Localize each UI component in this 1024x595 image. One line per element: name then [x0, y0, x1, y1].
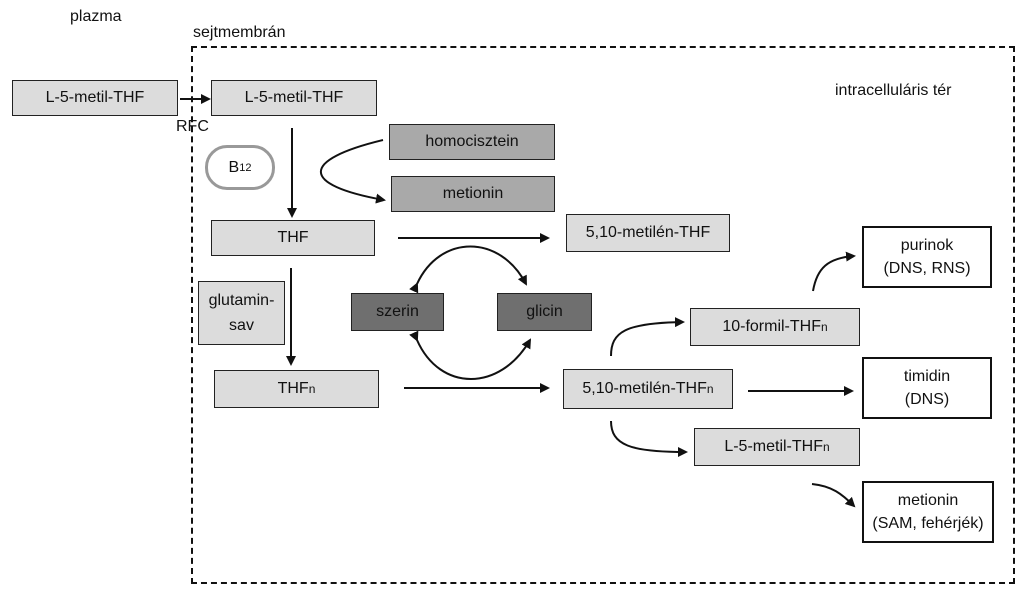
methylene-to-methyl-thfn-arrow [610, 420, 688, 457]
thfn-sub: n [308, 381, 316, 396]
purines-box: purinok (DNS, RNS) [862, 226, 992, 288]
thymidine-box: timidin (DNS) [862, 357, 992, 419]
membrane-label: sejtmembrán [193, 24, 286, 41]
b12-sub: 12 [239, 161, 252, 174]
methionine-output-line2: (SAM, fehérjék) [872, 515, 984, 532]
methyl-thfn-to-methionine-arrow [811, 483, 856, 508]
b12-base: B [228, 158, 240, 176]
thfn-base: THF [277, 380, 309, 398]
glycine-box: glicin [497, 293, 592, 331]
homocysteine-box: homocisztein [389, 124, 555, 160]
methylene-thfn-sub: n [706, 381, 714, 396]
thymidine-line2: (DNS) [904, 391, 950, 408]
methylene-to-formyl-arrow [610, 317, 685, 357]
methionine-box: metionin [391, 176, 555, 212]
methionine-output-box: metionin (SAM, fehérjék) [862, 481, 994, 543]
cell-methyl-thf-box: L-5-metil-THF [211, 80, 377, 116]
serine-box: szerin [351, 293, 444, 331]
methyl-thfn-base: L-5-metil-THF [724, 438, 823, 456]
thf-box: THF [211, 220, 375, 256]
methionine-output-line1: metionin [897, 491, 959, 509]
serine-glycine-lower-arrow [409, 330, 532, 380]
formyl-thfn-base: 10-formil-THF [722, 318, 821, 336]
methylene-thf-box: 5,10-metilén-THF [566, 214, 730, 252]
plasma-methyl-thf-box: L-5-metil-THF [12, 80, 178, 116]
plasma-label: plazma [70, 8, 122, 25]
purines-line1: purinok [900, 236, 954, 254]
formyl-thfn-sub: n [820, 319, 828, 334]
methylene-thfn-base: 5,10-metilén-THF [582, 380, 707, 398]
glutamic-acid-line1: glutamin- [208, 291, 275, 309]
intracellular-label: intracelluláris tér [835, 82, 952, 99]
formyl-to-purines-arrow [812, 251, 856, 292]
cell-membrane-border [191, 46, 1015, 584]
purines-line2: (DNS, RNS) [883, 260, 971, 277]
serine-glycine-upper-arrow [409, 245, 527, 294]
glutamic-acid-box: glutamin- sav [198, 281, 285, 345]
thymidine-line1: timidin [903, 367, 951, 385]
methyl-thfn-sub: n [822, 439, 830, 454]
homocysteine-to-methionine-arrow [319, 139, 386, 204]
glutamic-acid-line2: sav [229, 317, 254, 334]
